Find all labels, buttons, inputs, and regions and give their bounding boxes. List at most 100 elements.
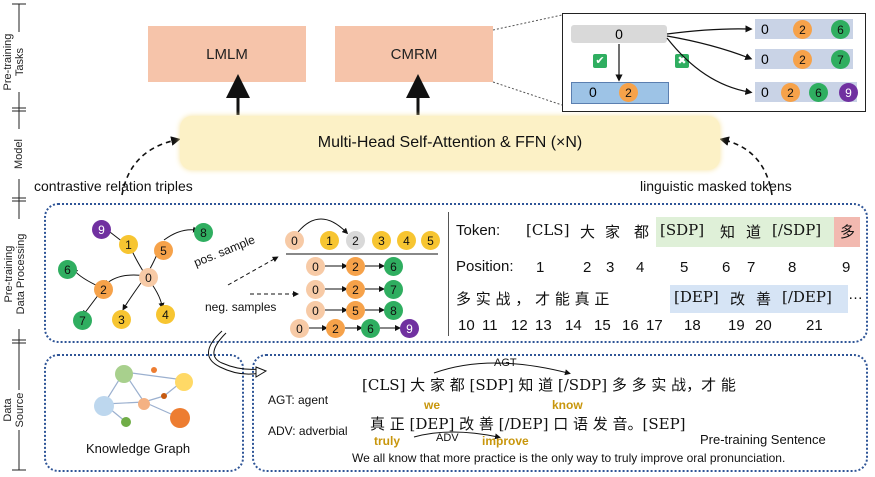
seq-node-3: 3 bbox=[372, 231, 391, 250]
pos-15: 15 bbox=[594, 317, 611, 334]
position-label: Position: bbox=[456, 258, 514, 275]
pos-21: 21 bbox=[806, 317, 823, 334]
dep-highlight bbox=[670, 285, 848, 313]
pos-5: 5 bbox=[680, 259, 689, 276]
gloss-know: know bbox=[552, 398, 583, 412]
pos-14: 14 bbox=[565, 317, 582, 334]
token-esdp: [/SDP] bbox=[772, 221, 822, 239]
graph-node-1: 1 bbox=[119, 235, 138, 254]
neg3-node-0: 0 bbox=[290, 319, 309, 338]
graph-node-3: 3 bbox=[112, 310, 131, 329]
graph-node-2: 2 bbox=[94, 280, 113, 299]
model-label: Multi-Head Self-Attention & FFN (×N) bbox=[317, 134, 583, 151]
caption-masked: linguistic masked tokens bbox=[640, 178, 792, 194]
neg1-node-2: 2 bbox=[346, 280, 365, 299]
seq-node-5: 5 bbox=[421, 231, 440, 250]
token-1: 大 bbox=[580, 223, 596, 241]
seq-node-4: 4 bbox=[397, 231, 416, 250]
neg2-node-8: 8 bbox=[384, 301, 403, 320]
token-dep: [DEP] bbox=[674, 288, 719, 306]
caption-contrastive: contrastive relation triples bbox=[34, 178, 193, 194]
inset-cross: ✖ bbox=[675, 54, 689, 68]
agt-legend: AGT: agent bbox=[268, 393, 329, 407]
pos-19: 19 bbox=[728, 317, 745, 334]
panel-divider bbox=[448, 212, 449, 336]
seq-node-0: 0 bbox=[285, 231, 304, 250]
token-row3: 多 实 战 ， 才 能 真 正 bbox=[456, 290, 610, 308]
pos-18: 18 bbox=[684, 317, 701, 334]
neg3-node-9: 9 bbox=[400, 319, 419, 338]
token-label: Token: bbox=[456, 222, 501, 239]
data-processing-panel bbox=[44, 203, 868, 343]
neg1-node-0: 0 bbox=[306, 280, 325, 299]
arc-adv-label: ADV bbox=[436, 432, 459, 444]
seq-node-1: 1 bbox=[320, 231, 339, 250]
neg2-node-5: 5 bbox=[346, 301, 365, 320]
sdp-highlight bbox=[656, 217, 836, 247]
knowledge-graph-icon bbox=[94, 365, 193, 428]
seq-node-2: 2 bbox=[346, 231, 365, 250]
masked-token-highlight bbox=[834, 217, 860, 247]
inset-bad2-7: 7 bbox=[831, 50, 850, 69]
graph-node-9: 9 bbox=[92, 220, 111, 239]
graph-node-4: 4 bbox=[156, 305, 175, 324]
token-sdp: [SDP] bbox=[660, 221, 705, 239]
inset-bad3 bbox=[755, 82, 857, 102]
pos-11: 11 bbox=[482, 317, 498, 334]
inset-bad1-2: 2 bbox=[793, 20, 812, 39]
pos-7: 7 bbox=[747, 259, 756, 276]
cmrm-inset: 0 ✔ ✖ 0 2 0 2 6 0 2 7 0 2 6 9 bbox=[562, 13, 866, 112]
neg1-node-7: 7 bbox=[384, 280, 403, 299]
pos-13: 13 bbox=[535, 317, 552, 334]
token-ellipsis: … bbox=[848, 286, 863, 303]
curved-link-arrow bbox=[208, 330, 268, 378]
gloss-we: we bbox=[424, 398, 441, 412]
pos-20: 20 bbox=[755, 317, 772, 334]
token-6: 多 bbox=[840, 223, 856, 241]
inset-bad3-9: 9 bbox=[839, 83, 858, 102]
inset-bad3-0: 0 bbox=[761, 84, 769, 100]
task-cmrm: CMRM bbox=[335, 26, 493, 82]
token-3: 都 bbox=[634, 223, 650, 241]
inset-bad1-0: 0 bbox=[761, 21, 769, 37]
token-cls: [CLS] bbox=[526, 221, 570, 239]
knowledge-graph-panel bbox=[44, 354, 244, 472]
pos-2: 2 bbox=[583, 259, 592, 276]
pretraining-sentence-panel bbox=[252, 354, 868, 472]
neg3-node-2: 2 bbox=[326, 319, 345, 338]
graph-node-5: 5 bbox=[154, 241, 173, 260]
pos-16: 16 bbox=[622, 317, 639, 334]
neg-samples-label: neg. samples bbox=[205, 300, 277, 314]
token-4: 知 bbox=[720, 223, 736, 241]
gloss-truly: truly bbox=[374, 434, 401, 448]
adv-legend: ADV: adverbial bbox=[268, 424, 348, 438]
pos-8: 8 bbox=[788, 259, 797, 276]
sentence-line-1: [CLS] 大 家 都 [SDP] 知 道 [/SDP] 多 多 实 战，才 能 bbox=[362, 376, 736, 394]
token-8: 善 bbox=[756, 290, 772, 308]
task-lmlm: LMLM bbox=[148, 26, 306, 82]
inset-good-0: 0 bbox=[589, 84, 597, 100]
pos-node-2: 2 bbox=[346, 257, 365, 276]
sample-arrows bbox=[227, 218, 438, 331]
token-edep: [/DEP] bbox=[782, 288, 832, 306]
knowledge-graph-label: Knowledge Graph bbox=[86, 441, 191, 456]
sentence-title: Pre-training Sentence bbox=[700, 432, 826, 447]
inset-edges bbox=[615, 25, 753, 95]
pos-1: 1 bbox=[536, 259, 545, 276]
neg2-node-0: 0 bbox=[306, 301, 325, 320]
pos-4: 4 bbox=[636, 259, 645, 276]
arc-agt-label: AGT bbox=[494, 357, 517, 369]
pos-node-6: 6 bbox=[384, 257, 403, 276]
graph-node-6: 6 bbox=[58, 260, 77, 279]
token-5: 道 bbox=[746, 223, 762, 241]
neg3-node-6: 6 bbox=[361, 319, 380, 338]
graph-node-8: 8 bbox=[194, 223, 213, 242]
sentence-translation: We all know that more practice is the on… bbox=[352, 451, 786, 465]
inset-root: 0 bbox=[571, 25, 667, 43]
inset-check: ✔ bbox=[593, 54, 607, 68]
pos-node-0: 0 bbox=[306, 257, 325, 276]
inset-good-2: 2 bbox=[619, 83, 638, 102]
pos-17: 17 bbox=[646, 317, 663, 334]
token-2: 家 bbox=[605, 223, 621, 241]
